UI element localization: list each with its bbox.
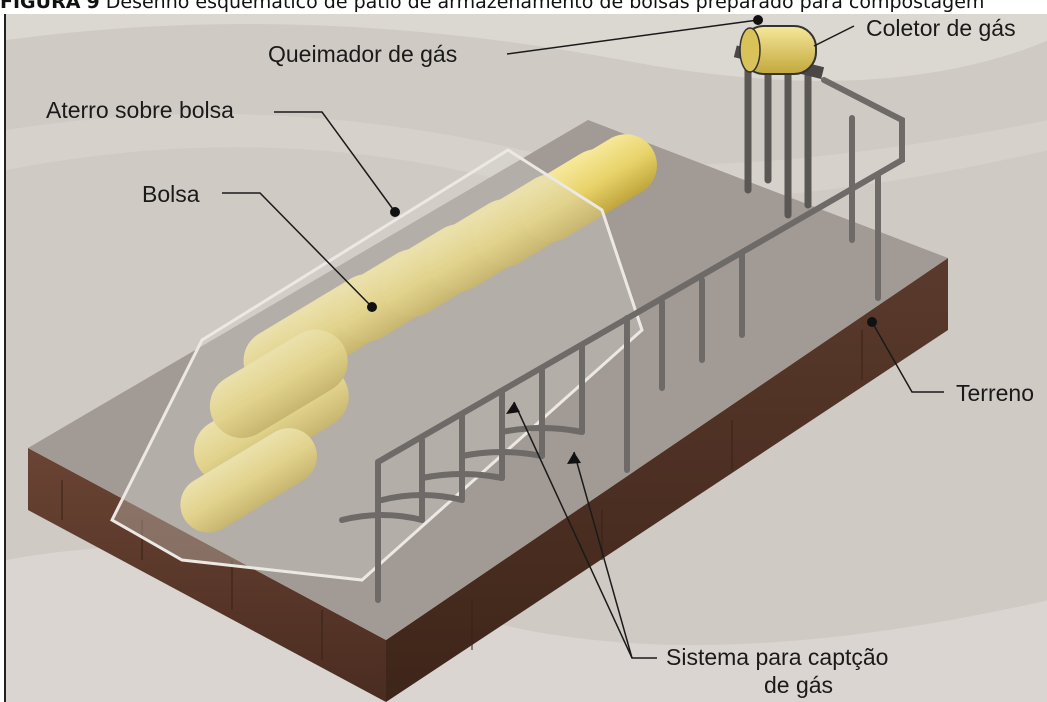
ground-side-face — [386, 258, 948, 702]
leader-lines — [222, 19, 944, 659]
illustration-frame: Queimador de gás Coletor de gás Aterro s… — [4, 14, 1047, 702]
label-landfill-over-bag: Aterro sobre bolsa — [46, 97, 234, 123]
caption-text: Desenho esquemático de pátio de armazena… — [105, 0, 985, 13]
label-gas-burner: Queimador de gás — [268, 41, 458, 67]
leader-dots — [367, 15, 877, 327]
label-gas-capture-line1: Sistema para captção — [666, 644, 889, 670]
leader-capture-2 — [573, 451, 633, 659]
leader-bag — [222, 192, 373, 308]
gas-pipe-system — [339, 56, 905, 603]
leader-ground — [871, 321, 944, 393]
leader-landfill — [274, 111, 396, 213]
figure-caption: FIGURA 9 Desenho esquemático de pátio de… — [0, 0, 1047, 13]
caption-number: 9 — [86, 0, 100, 13]
leader-gas-collector — [813, 25, 855, 47]
label-gas-capture-line2: de gás — [764, 672, 834, 698]
storage-yard-illustration — [6, 14, 1047, 702]
landfill-cover — [110, 148, 644, 582]
leader-gas-burner — [506, 19, 759, 55]
ground-top — [28, 120, 948, 640]
leader-arrows — [506, 402, 581, 464]
bag-row-front — [180, 329, 349, 533]
gas-collector-tank — [733, 25, 825, 79]
label-gas-collector: Coletor de gás — [866, 15, 1016, 41]
label-bag: Bolsa — [142, 181, 200, 207]
label-ground: Terreno — [956, 380, 1034, 406]
caption-prefix: FIGURA — [0, 0, 81, 13]
